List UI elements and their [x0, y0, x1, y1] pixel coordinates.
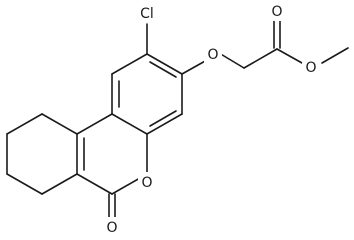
bond [111, 53, 148, 75]
bond [41, 113, 78, 135]
bond [276, 48, 303, 64]
ester-oxygen-label: O [305, 60, 316, 76]
bond [76, 173, 113, 195]
aromatic-ring [111, 53, 183, 135]
atom-labels: Cl O O O O O [103, 1, 320, 237]
double-bond [149, 110, 177, 127]
cyclohexene-ring [6, 113, 78, 195]
ester-carbonyl-oxygen-label: O [271, 4, 282, 20]
bond [6, 173, 43, 195]
substituents [146, 19, 349, 75]
bond [243, 48, 278, 69]
bond [76, 113, 113, 135]
bond [6, 113, 43, 135]
pyranone-ring [76, 113, 148, 223]
double-bond [149, 61, 177, 78]
bond [111, 113, 148, 135]
lactone-carbonyl-oxygen-label: O [106, 220, 117, 236]
bond [41, 173, 78, 195]
ring-oxygen-label: O [141, 175, 152, 191]
bond [218, 52, 245, 69]
ether-bond [181, 59, 208, 75]
bond [146, 113, 183, 135]
methyl-bond [321, 47, 349, 64]
chlorine-label: Cl [140, 6, 154, 22]
bond [146, 53, 183, 75]
ether-oxygen-label: O [207, 47, 218, 63]
